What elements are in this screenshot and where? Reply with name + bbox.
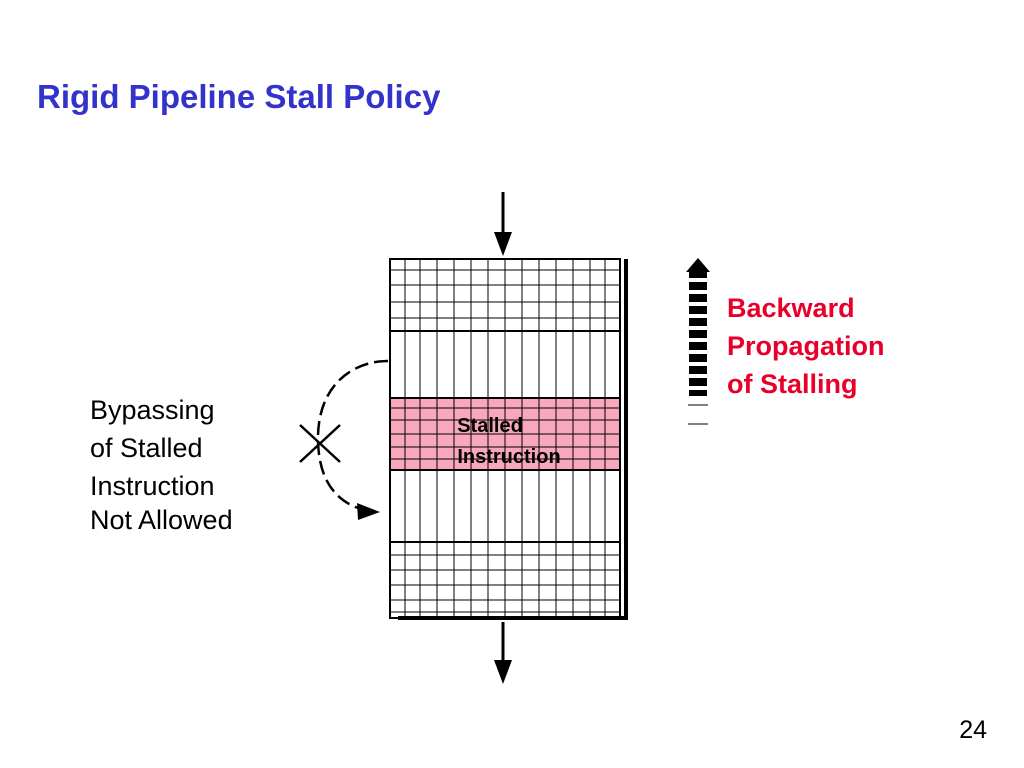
- dashed-arrow-up-icon: [686, 258, 710, 425]
- bypass-curve-arrow: [316, 359, 389, 520]
- input-arrow-icon: [494, 192, 512, 256]
- stalled-stage-horizontal-grid: [390, 407, 620, 460]
- page-number: 24: [959, 716, 987, 744]
- bypass-not-allowed-label: Bypassing of Stalled Instruction Not All…: [90, 395, 233, 535]
- pipeline-frame-shadow: [398, 259, 628, 620]
- slide-title: Rigid Pipeline Stall Policy: [37, 78, 441, 115]
- lower-stage-horizontal-grid: [390, 554, 620, 613]
- stalled-instruction-label: Stalled Instruction: [457, 415, 561, 468]
- pipeline-vertical-grid: [404, 259, 606, 618]
- backward-propagation-label: Backward Propagation of Stalling: [727, 293, 885, 399]
- top-stage-horizontal-grid: [390, 269, 620, 319]
- x-mark-icon: [299, 424, 341, 463]
- output-arrow-icon: [494, 622, 512, 684]
